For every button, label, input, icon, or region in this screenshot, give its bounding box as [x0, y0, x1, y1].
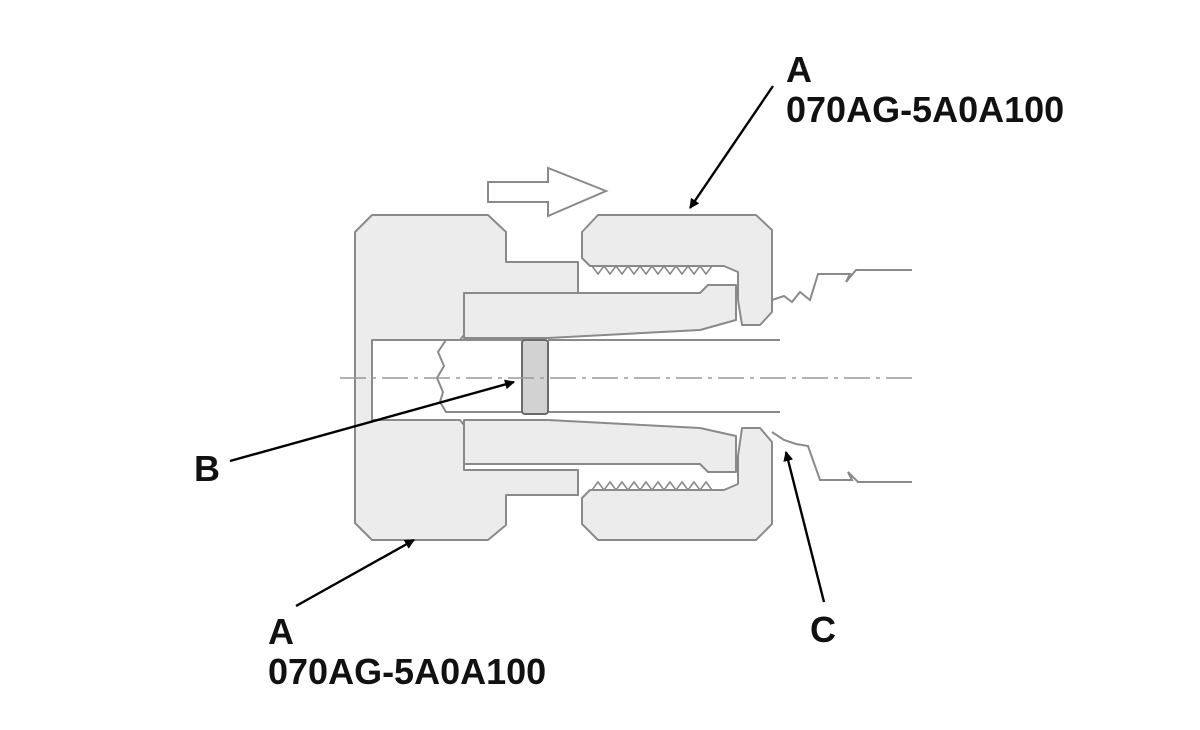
leader-b	[229, 379, 515, 463]
right-nut-lower	[581, 427, 773, 541]
callout-c-letter: C	[810, 609, 836, 650]
callout-a-bottom-part-number: 070AG-5A0A100	[268, 651, 547, 692]
left-fitting-body	[354, 214, 579, 541]
callout-a-top-part-number: 070AG-5A0A100	[786, 89, 1065, 130]
thread-upper	[591, 264, 713, 276]
leader-a-bottom	[295, 538, 415, 608]
tube-upper-break	[771, 269, 912, 304]
direction-arrow-icon	[487, 166, 609, 218]
thread-lower	[591, 480, 713, 492]
callout-a-bottom-letter: A	[268, 611, 294, 652]
callout-b-letter: B	[194, 448, 220, 489]
right-nut-upper	[581, 214, 773, 326]
seal-washer	[521, 339, 549, 415]
tube-lower-break	[771, 431, 912, 483]
inner-pipe-stub	[435, 339, 525, 413]
leader-c	[783, 451, 826, 603]
tube-right	[548, 339, 780, 413]
flare-cone-lower	[463, 419, 737, 473]
callout-a-top-letter: A	[786, 49, 812, 90]
flare-cone-upper	[463, 284, 737, 339]
leader-a-top	[689, 85, 774, 209]
